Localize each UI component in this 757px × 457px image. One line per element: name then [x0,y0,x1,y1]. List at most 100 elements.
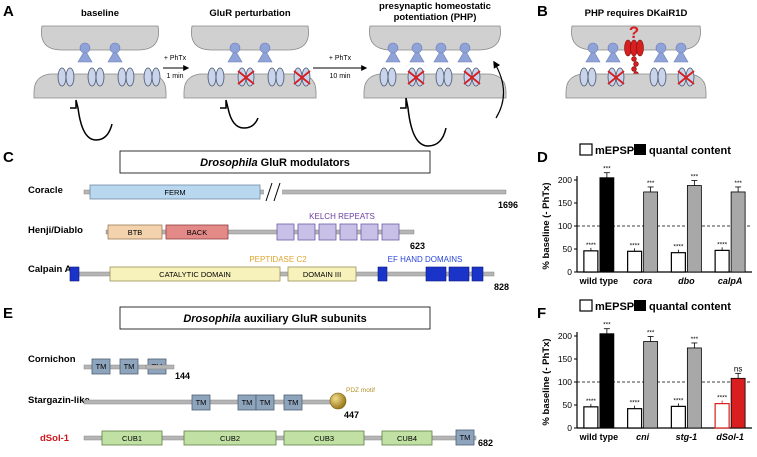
legend-swatch-quantal [634,144,646,155]
cub1-label: CUB1 [122,434,142,443]
x-category-label: cni [636,432,650,442]
catalytic-domain [109,266,281,282]
y-tick-label: 150 [558,198,572,208]
svg-text:TM: TM [96,362,107,371]
legend-label-quantal: quantal content [649,301,731,313]
ferm-label: FERM [164,188,185,197]
stage-title-baseline: baseline [81,8,119,19]
sig-label-quantal: *** [603,166,611,173]
back-domain [165,224,229,240]
sig-label-quantal: *** [691,174,699,181]
arrow1-label-line2: 1 min [166,73,183,80]
sig-label-mepsp: **** [717,395,728,402]
panel-label-f: F [537,305,546,322]
svg-text:TM: TM [242,398,253,407]
y-tick-label: 50 [563,400,573,410]
bar-mepsp [714,403,730,429]
cornichon-length: 144 [175,371,190,381]
panel-c-title-box [119,150,431,174]
cub2-label: CUB2 [220,434,240,443]
kelch-annotation: KELCH REPEATS [309,212,375,221]
x-category-label: dbo [678,276,695,286]
kelch-repeats [276,223,400,241]
bar-mepsp [627,408,643,429]
sig-label-mepsp: **** [717,241,728,248]
panel-c-title: Drosophila GluR modulators [200,157,350,169]
bar-quantal [599,177,615,273]
bar-mepsp [627,250,643,273]
bar-mepsp [583,250,599,273]
x-category-label: wild type [579,432,619,442]
y-tick-label: 100 [558,221,572,231]
panel-label-d: D [537,149,548,166]
panel-a: A baseline GluR perturbation presynaptic… [3,1,507,147]
svg-text:TM: TM [124,362,135,371]
svg-text:TM: TM [260,398,271,407]
sig-label-mepsp: **** [673,397,684,404]
sig-label-mepsp: **** [630,400,641,407]
y-axis-label: % baseline (- PhTx) [541,182,552,269]
panel-e: E Drosophila auxiliary GluR subunits Cor… [3,305,493,448]
y-tick-label: 150 [558,354,572,364]
svg-text:TM: TM [196,398,207,407]
legend-swatch-quantal [634,300,646,311]
bar-quantal [730,191,746,273]
x-category-label: calpA [718,276,743,286]
stage-title-php-line1: presynaptic homeostatic [379,1,491,12]
bar-quantal [643,191,659,273]
question-mark: ? [629,23,639,42]
legend-label-mepsp: mEPSP [595,145,634,157]
dsol1-tm-domain [455,429,475,446]
synapse-perturbation [183,25,317,129]
protein-name-coracle: Coracle [28,185,63,196]
panel-label-a: A [3,3,14,20]
sig-label-quantal: *** [734,180,742,187]
legend-swatch-mepsp [579,143,593,156]
coracle-length: 1696 [498,200,518,210]
back-label: BACK [187,228,207,237]
sig-label-quantal: *** [647,330,655,337]
protein-name-stargazin: Stargazin-like [28,395,90,406]
sig-label-quantal: *** [647,180,655,187]
sig-label-mepsp: **** [586,398,597,405]
y-tick-label: 100 [558,377,572,387]
panel-label-c: C [3,149,14,166]
ef-hand-domains [377,266,484,282]
bar-quantal [643,341,659,429]
ferm-domain [89,184,261,200]
peptidase-annotation: PEPTIDASE C2 [249,255,307,264]
sig-label-quantal: ns [734,364,742,373]
dsol1-tm-label: TM [460,433,471,442]
bar-quantal [686,347,702,429]
y-tick-label: 50 [563,244,573,254]
pdz-motif-ball [329,392,347,410]
bar-mepsp [670,405,686,429]
bar-mepsp [670,252,686,273]
protein-name-henji: Henji/Diablo [28,225,83,236]
domain-iii-label: DOMAIN III [303,270,341,279]
synapse-php [363,25,507,147]
panel-b-title: PHP requires DKaiR1D [585,8,688,19]
cub3-label: CUB3 [314,434,334,443]
stargazin-tm-domains: TM TM TM TM [191,394,303,411]
y-tick-label: 200 [558,331,572,341]
x-category-label: stg-1 [676,432,698,442]
x-category-label: cora [633,276,652,286]
sig-label-mepsp: **** [586,242,597,249]
panel-label-e: E [3,305,13,322]
bar-quantal [599,333,615,429]
protein-name-cornichon: Cornichon [28,354,76,365]
y-tick-label: 200 [558,175,572,185]
x-category-label: dSol-1 [716,432,744,442]
cub4-label: CUB4 [397,434,417,443]
bar-quantal [686,185,702,273]
sig-label-quantal: *** [691,336,699,343]
y-tick-label: 0 [567,267,572,277]
synapse-baseline [33,25,167,141]
panel-e-title-box [119,306,431,330]
dkair1d-receptor [624,39,644,82]
stage-title-glur-perturbation: GluR perturbation [209,8,290,19]
